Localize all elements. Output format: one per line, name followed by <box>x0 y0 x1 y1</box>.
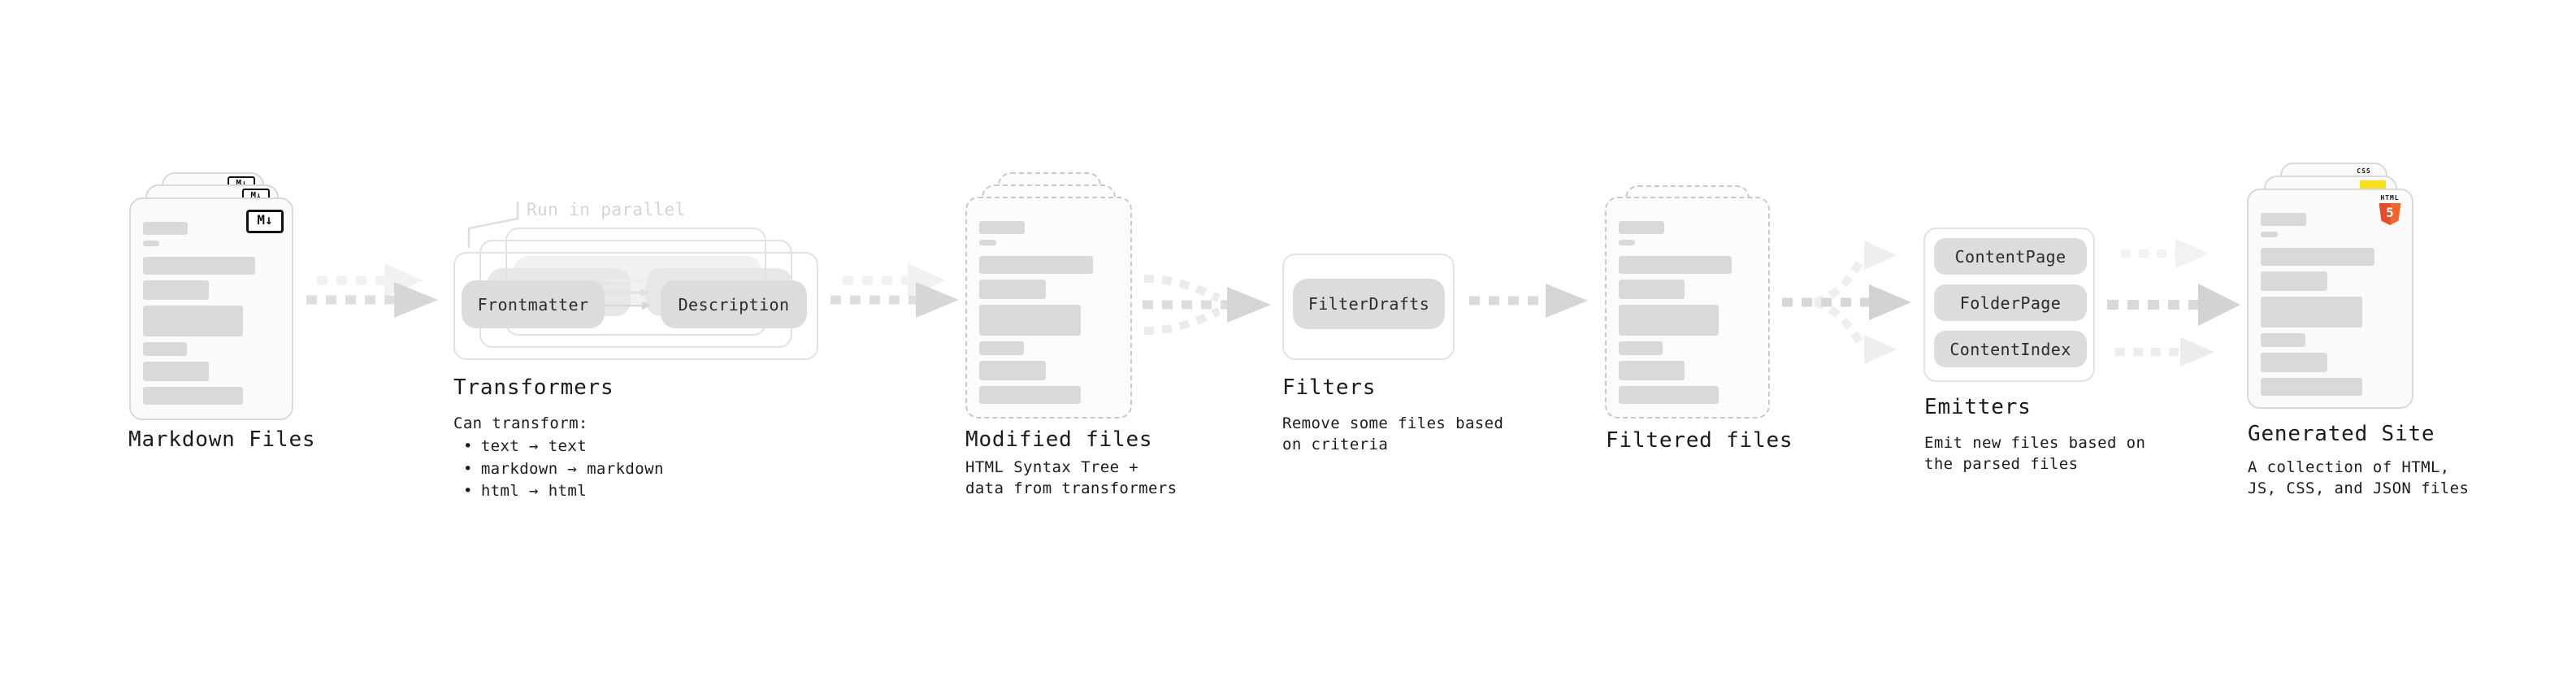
html5-icon: HTML 5 <box>2378 194 2402 225</box>
arrow-transformers-to-modified <box>830 263 959 318</box>
generated-site-subtitle: JS, CSS, and JSON files <box>2248 479 2470 497</box>
list-item: •markdown → markdown <box>463 459 664 478</box>
emitters-subtitle: the parsed files <box>1924 455 2079 473</box>
modified-files-title: Modified files <box>965 427 1153 452</box>
contentpage-pill: ContentPage <box>1934 238 2087 275</box>
emitters-subtitle: Emit new files based on <box>1924 434 2146 452</box>
filters-subtitle: on criteria <box>1282 436 1389 453</box>
placeholder-text-bars <box>1619 221 1756 404</box>
placeholder-text-bars <box>143 222 280 405</box>
modified-files-subtitle: HTML Syntax Tree + <box>965 458 1139 476</box>
run-in-parallel-label: Run in parallel <box>527 200 686 219</box>
transformers-title: Transformers <box>453 375 614 400</box>
filterdrafts-pill: FilterDrafts <box>1293 279 1445 329</box>
filtered-files-title: Filtered files <box>1606 428 1793 453</box>
contentindex-pill: ContentIndex <box>1934 331 2087 367</box>
folderpage-pill: FolderPage <box>1934 284 2087 321</box>
generated-site-subtitle: A collection of HTML, <box>2248 458 2450 476</box>
generated-file-card: HTML 5 <box>2247 189 2413 409</box>
placeholder-text-bars <box>979 221 1118 404</box>
transformers-capabilities-list: •text → text •markdown → markdown •html … <box>463 436 664 503</box>
transformer-box <box>453 252 818 360</box>
transformers-subtitle: Can transform: <box>453 414 588 432</box>
generated-site-title: Generated Site <box>2248 422 2435 446</box>
parallel-arrows <box>603 276 652 310</box>
emitters-title: Emitters <box>1924 395 2032 419</box>
arrow-filters-to-filtered <box>1469 284 1588 318</box>
markdown-icon: M↓ <box>246 210 284 233</box>
arrow-emitters-to-generated <box>2107 239 2240 367</box>
markdown-file-card: M↓ <box>129 197 293 420</box>
arrow-markdown-to-transformers <box>306 263 438 318</box>
frontmatter-pill: Frontmatter <box>462 280 605 328</box>
list-item: •html → html <box>463 482 588 500</box>
arrow-filtered-to-emitters <box>1782 241 1911 364</box>
list-item: •text → text <box>463 437 588 455</box>
filtered-file-card <box>1605 197 1770 419</box>
filters-title: Filters <box>1282 375 1377 400</box>
annotation-leader-line <box>467 202 519 248</box>
filters-subtitle: Remove some files based <box>1282 414 1504 432</box>
markdown-files-title: Markdown Files <box>128 427 316 452</box>
modified-files-subtitle: data from transformers <box>965 479 1177 497</box>
modified-file-card <box>965 197 1132 419</box>
arrow-modified-to-filters <box>1143 275 1271 335</box>
description-pill: Description <box>661 280 807 328</box>
placeholder-text-bars <box>2261 213 2400 396</box>
